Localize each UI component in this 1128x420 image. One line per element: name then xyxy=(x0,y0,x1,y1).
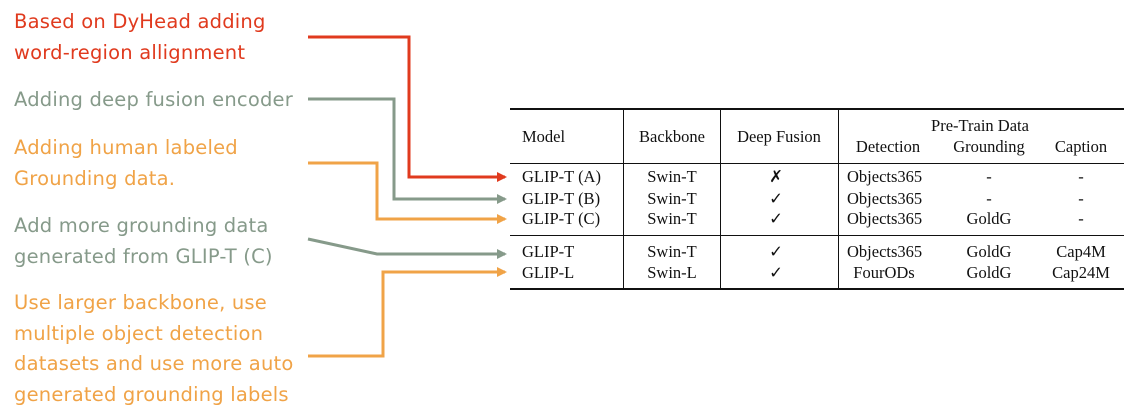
annotation-line: Grounding data. xyxy=(14,166,176,190)
annotation-larger-backbone: Use larger backbone, use multiple object… xyxy=(14,288,293,410)
column-divider xyxy=(623,108,624,289)
arrow-human-labeled xyxy=(308,161,507,224)
table-cell-detection: Objects365 xyxy=(847,242,923,261)
header-caption: Caption xyxy=(1054,137,1108,156)
table-cell-caption: Cap4M xyxy=(1056,242,1106,261)
header-grounding: Grounding xyxy=(953,137,1025,156)
table-cell-deep-fusion: ✓ xyxy=(769,189,783,208)
table-cell-detection: Objects365 xyxy=(847,167,923,186)
table-cell-caption: - xyxy=(1078,189,1084,208)
header-backbone: Backbone xyxy=(639,127,705,146)
table-cell-deep-fusion: ✓ xyxy=(769,242,783,261)
column-divider xyxy=(838,108,839,289)
table-cell-backbone: Swin-L xyxy=(647,263,697,282)
table-cell-detection: Objects365 xyxy=(847,189,923,208)
header-rule xyxy=(510,163,1124,164)
bottom-rule xyxy=(510,288,1124,290)
table-cell-grounding: - xyxy=(986,167,992,186)
annotation-line: Adding human labeled xyxy=(14,136,238,159)
table-cell-grounding: - xyxy=(986,189,992,208)
annotation-human-labeled: Adding human labeled Grounding data. xyxy=(14,133,238,194)
annotation-line: multiple object detection xyxy=(14,321,264,345)
annotation-line: generated grounding labels xyxy=(14,382,289,406)
table-cell-model: GLIP-T xyxy=(522,242,575,261)
table-cell-backbone: Swin-T xyxy=(647,167,697,186)
table-cell-caption: Cap24M xyxy=(1052,263,1110,282)
header-model: Model xyxy=(522,127,566,146)
arrow-dyhead xyxy=(308,35,507,182)
table-cell-model: GLIP-L xyxy=(522,263,575,282)
annotation-line: Add more grounding data xyxy=(14,214,269,237)
table-cell-model: GLIP-T (B) xyxy=(522,189,601,208)
table-cell-grounding: GoldG xyxy=(966,242,1012,261)
header-detection: Detection xyxy=(855,137,921,156)
annotation-line: datasets and use more auto xyxy=(14,352,294,375)
table-cell-backbone: Swin-T xyxy=(647,242,697,261)
table-cell-grounding: GoldG xyxy=(966,263,1012,282)
annotation-deep-fusion: Adding deep fusion encoder xyxy=(14,85,293,116)
header-deep-fusion: Deep Fusion xyxy=(737,127,821,146)
table-cell-deep-fusion: ✓ xyxy=(769,263,783,282)
table-cell-model: GLIP-T (A) xyxy=(522,167,601,186)
table-cell-deep-fusion: ✓ xyxy=(769,209,783,228)
annotation-line: Based on DyHead adding xyxy=(14,10,266,33)
arrow-larger-backbone xyxy=(308,267,507,358)
group-rule xyxy=(510,235,1124,236)
table-cell-deep-fusion: ✗ xyxy=(769,167,783,186)
table-cell-detection: FourODs xyxy=(853,263,915,282)
table-cell-caption: - xyxy=(1078,167,1084,186)
annotation-dyhead: Based on DyHead adding word-region allig… xyxy=(14,7,266,68)
table-cell-grounding: GoldG xyxy=(966,209,1012,228)
table-cell-backbone: Swin-T xyxy=(647,189,697,208)
annotation-line: word-region allignment xyxy=(14,40,246,64)
table-cell-detection: Objects365 xyxy=(847,209,923,228)
table-cell-backbone: Swin-T xyxy=(647,209,697,228)
column-divider xyxy=(720,108,721,289)
top-rule xyxy=(510,108,1124,110)
results-table: Model Backbone Deep Fusion Pre-Train Dat… xyxy=(510,108,1124,290)
arrow-deep-fusion xyxy=(308,97,507,204)
annotation-line: generated from GLIP-T (C) xyxy=(14,244,273,268)
annotation-more-grounding: Add more grounding data generated from G… xyxy=(14,211,273,272)
header-pretrain-data: Pre-Train Data xyxy=(931,116,1029,135)
table-cell-caption: - xyxy=(1078,209,1084,228)
arrow-more-grounding xyxy=(307,237,507,259)
annotation-line: Adding deep fusion encoder xyxy=(14,88,293,111)
annotation-line: Use larger backbone, use xyxy=(14,291,267,314)
table-cell-model: GLIP-T (C) xyxy=(522,209,601,228)
